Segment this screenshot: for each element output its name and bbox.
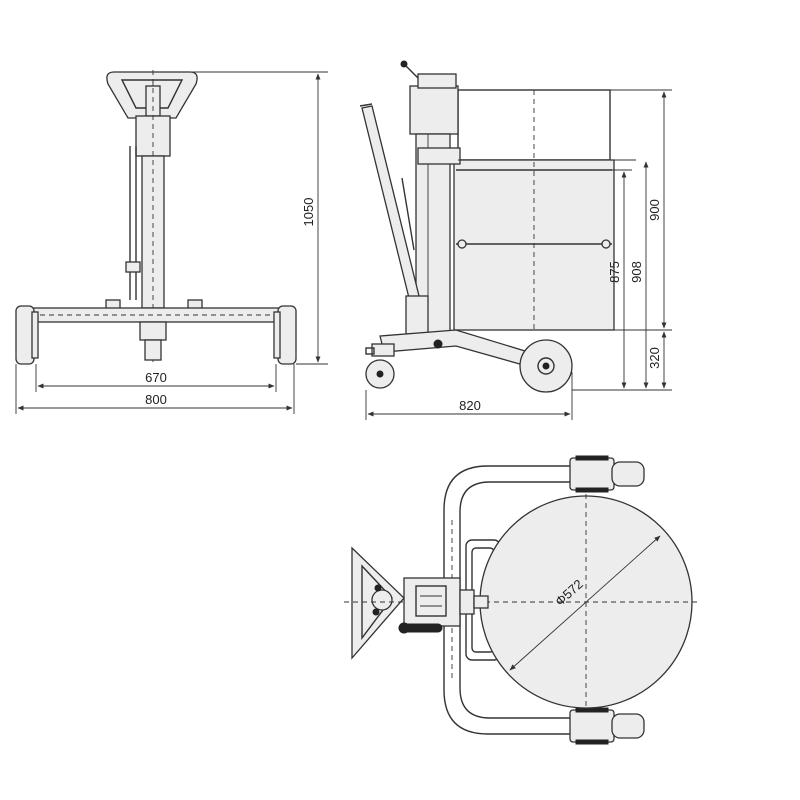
dim-wheel-track: 670 — [145, 370, 167, 385]
top-view — [344, 455, 700, 745]
dim-front-height: 1050 — [301, 198, 316, 227]
dim-overall-width: 800 — [145, 392, 167, 407]
dim-drum-height: 900 — [647, 199, 662, 221]
dim-clamp-height-upper: 908 — [629, 261, 644, 283]
dim-clamp-height-lower: 875 — [607, 261, 622, 283]
dim-overall-length: 820 — [459, 398, 481, 413]
dim-lowest-clamp-height: 320 — [647, 347, 662, 369]
front-view — [15, 70, 328, 414]
side-view — [359, 60, 672, 420]
